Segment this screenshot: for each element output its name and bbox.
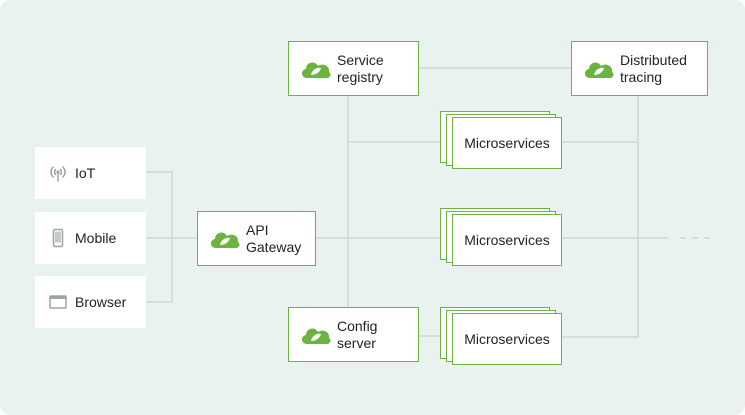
node-label-line1: API: [246, 221, 269, 238]
node-label-line2: server: [337, 334, 376, 351]
spring-leaf-icon: [301, 327, 331, 344]
microservices-label: Microservices: [464, 135, 550, 151]
spring-leaf-icon: [301, 61, 331, 78]
node-label-line1: Service: [337, 51, 384, 68]
stack-card-front: Microservices: [452, 214, 562, 266]
browser-window-icon: [47, 291, 69, 313]
microservices-label: Microservices: [464, 232, 550, 248]
client-browser: Browser: [35, 276, 146, 328]
microservices-label: Microservices: [464, 331, 550, 347]
spring-leaf-icon: [584, 61, 614, 78]
microservices-stack-middle: Microservices: [440, 208, 564, 266]
client-mobile: Mobile: [35, 212, 146, 264]
spring-leaf-icon: [210, 231, 240, 248]
node-label-line1: Distributed: [620, 51, 687, 68]
node-label-line2: registry: [337, 68, 383, 85]
mobile-phone-icon: [47, 227, 69, 249]
node-label-line2: Gateway: [246, 238, 302, 255]
node-label-line1: Config: [337, 317, 378, 334]
connector-iot: [146, 171, 173, 303]
client-label: Browser: [75, 294, 127, 310]
microservices-stack-top: Microservices: [440, 111, 564, 169]
client-label: IoT: [75, 165, 96, 181]
node-label-line2: tracing: [620, 68, 663, 85]
client-iot: IoT: [35, 147, 146, 199]
stack-card-front: Microservices: [452, 313, 562, 365]
connector-tracing-bus: [562, 96, 639, 338]
stack-card-front: Microservices: [452, 117, 562, 169]
client-label: Mobile: [75, 230, 117, 246]
wireless-signal-icon: [47, 162, 69, 184]
microservices-stack-bottom: Microservices: [440, 307, 564, 365]
